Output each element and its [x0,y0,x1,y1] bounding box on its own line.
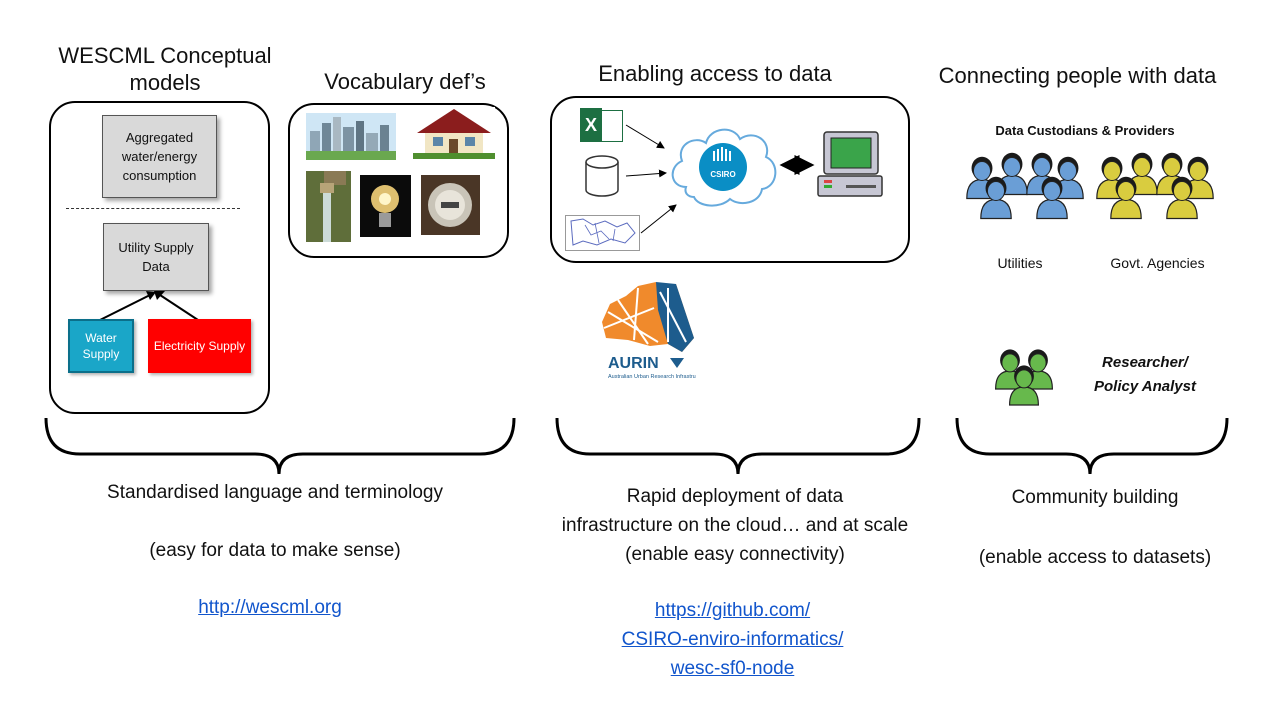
map-icon [565,215,640,251]
github-link[interactable]: https://github.com/ CSIRO-enviro-informa… [560,596,905,683]
aurin-logo: AURIN Australian Urban Research Infrastr… [602,282,696,380]
person-icon [1036,176,1068,220]
github-link-line1[interactable]: https://github.com/ [654,600,811,621]
wescml-link[interactable]: http://wescml.org [198,597,342,618]
access-brace [555,417,921,475]
csiro-cloud: CSIRO [671,128,777,207]
source-arrows [625,124,815,234]
access-caption-line1: Rapid deployment of data [626,486,844,507]
wescml-brace [44,417,516,475]
database-to-cloud-arrow [625,169,667,178]
researcher-line2: Policy Analyst [1094,378,1196,395]
person-icon [1008,365,1040,406]
excel-letter: X [580,108,602,142]
city-skyline-image [306,113,396,160]
utilities-people-icon [966,152,1084,220]
enabling-access-title: Enabling access to data [598,61,832,86]
electricity-supply-box: Electricity Supply [148,319,251,373]
map-to-cloud-arrow [640,204,677,234]
person-icon [1110,176,1142,220]
access-caption-line3: (enable easy connectivity) [625,544,845,565]
person-icon [996,152,1028,196]
computer-icon [817,131,883,197]
researcher-people-icon [994,349,1054,406]
wescml-caption: Standardised language and terminology [107,482,443,503]
electricity-supply-label: Electricity Supply [153,339,246,353]
utilities-label: Utilities [997,255,1043,271]
aggregated-consumption-label: Aggregated water/energy consumption [121,130,198,183]
light-bulb-image [360,175,411,237]
water-to-utility-arrow [99,294,151,321]
community-caption-sub: (enable access to datasets) [978,547,1212,568]
wescml-title: WESCML Conceptual models [40,42,290,96]
curly-braces [44,417,1229,475]
github-link-line2[interactable]: CSIRO-enviro-informatics/ [621,629,844,650]
house-image [413,107,495,159]
water-supply-box: Water Supply [68,319,134,373]
community-caption: Community building [1011,487,1179,508]
person-icon [980,176,1012,220]
wescml-title-line1: WESCML Conceptual [58,43,272,68]
electricity-meter-image [421,175,480,235]
govt-agencies-people-icon [1096,152,1214,220]
vocabulary-title: Vocabulary def’s [324,69,486,94]
aggregated-consumption-box: Aggregated water/energy consumption [102,115,217,198]
access-caption-line2: infrastructure on the cloud… and at scal… [561,515,909,536]
inheritance-arrows [99,291,199,321]
water-supply-label: Water Supply [82,331,120,361]
excel-icon: X [580,108,623,142]
csiro-label: CSIRO [710,170,735,179]
aurin-sub-label: Australian Urban Research Infrastru [608,374,696,380]
researcher-line1: Researcher/ [1102,354,1188,371]
github-link-line3[interactable]: wesc-sf0-node [670,658,795,679]
wescml-caption-sub: (easy for data to make sense) [149,540,401,561]
person-icon [1166,176,1198,220]
connecting-people-title: Connecting people with data [938,63,1217,88]
community-brace [955,417,1229,475]
custodians-label: Data Custodians & Providers [995,123,1175,138]
database-icon [585,155,619,197]
access-caption: Rapid deployment of data infrastructure … [520,482,950,569]
aurin-label: AURIN [608,355,659,372]
researcher-label: Researcher/ Policy Analyst [1070,351,1220,399]
electricity-to-utility-arrow [159,294,199,321]
excel-to-cloud-arrow [625,124,665,149]
govt-agencies-label: Govt. Agencies [1110,255,1205,271]
dashed-divider [66,208,240,209]
water-tap-image [306,171,351,242]
wescml-title-line2: models [129,70,201,95]
utility-supply-box: Utility Supply Data [103,223,209,291]
utility-supply-label: Utility Supply Data [118,240,194,274]
